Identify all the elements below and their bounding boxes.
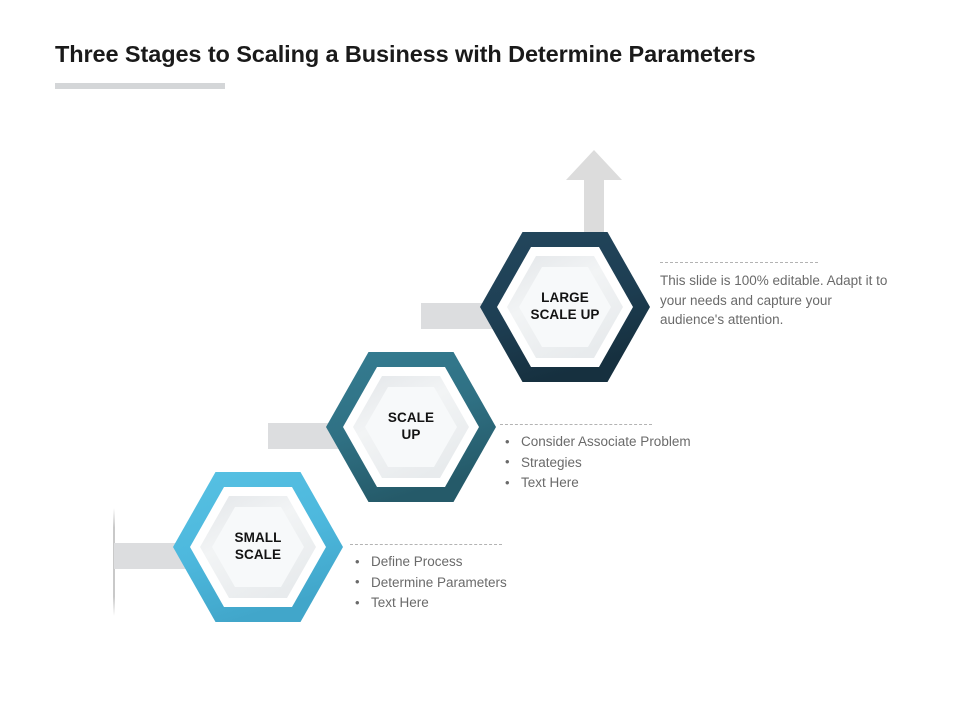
hexagon-large-scale-up-shape	[480, 232, 650, 382]
growth-arrow-icon	[566, 150, 622, 270]
text-block-scale-up: Consider Associate Problem Strategies Te…	[500, 424, 740, 494]
page-title: Three Stages to Scaling a Business with …	[55, 41, 756, 67]
hexagon-scale-up-shape	[326, 352, 496, 502]
text-block-large-scale-up: This slide is 100% editable. Adapt it to…	[660, 262, 888, 330]
dashed-rule-middle	[500, 424, 652, 426]
list-item: Text Here	[350, 593, 590, 614]
title-underline	[55, 83, 225, 89]
hexagon-small-scale-shape	[173, 472, 343, 622]
hexagon-scale-up[interactable]: SCALE UP	[326, 352, 496, 502]
list-item: Text Here	[500, 473, 740, 494]
list-item: Define Process	[350, 552, 590, 573]
dashed-rule-top	[660, 262, 818, 264]
hexagon-large-scale-up[interactable]: LARGE SCALE UP	[480, 232, 650, 382]
list-item: Determine Parameters	[350, 572, 590, 594]
hexagon-small-scale[interactable]: SMALL SCALE	[173, 472, 343, 622]
small-scale-bullet-list: Define Process Determine Parameters Text…	[350, 552, 590, 614]
title-block: Three Stages to Scaling a Business with …	[55, 40, 905, 68]
scale-up-bullet-list: Consider Associate Problem Strategies Te…	[500, 432, 740, 494]
list-item: Strategies	[500, 452, 740, 474]
text-block-small-scale: Define Process Determine Parameters Text…	[350, 544, 590, 614]
large-scale-up-paragraph: This slide is 100% editable. Adapt it to…	[660, 273, 888, 328]
dashed-rule-bottom	[350, 544, 502, 546]
list-item: Consider Associate Problem	[500, 432, 740, 453]
